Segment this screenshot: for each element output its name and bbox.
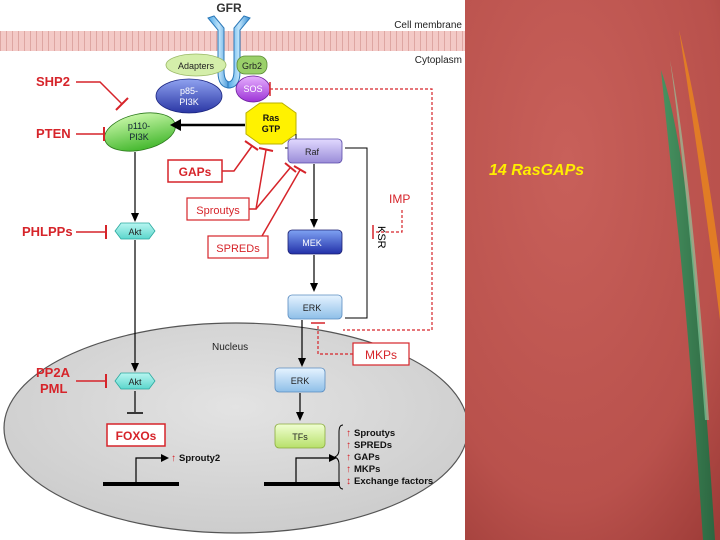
cell-membrane-label: Cell membrane <box>394 20 462 31</box>
shp2-inhibit-bar <box>115 97 129 111</box>
target-4: MKPs <box>354 464 380 475</box>
sproutys-inhibit-line <box>249 149 267 210</box>
gaps-label: GAPs <box>179 165 212 179</box>
gaps-inhibit-line <box>222 145 253 172</box>
erk-sos-feedback-line <box>270 88 433 331</box>
raf-mek-arrowhead <box>310 219 318 228</box>
gaps-inhibit-bar <box>244 140 259 151</box>
adapters-node <box>165 53 227 77</box>
akt-label: Akt <box>128 227 142 237</box>
cytoplasm-label: Cytoplasm <box>415 55 462 66</box>
pten-label: PTEN <box>36 126 71 141</box>
grb2-node <box>236 55 268 75</box>
cell-membrane <box>0 31 465 51</box>
targets-brace <box>333 424 344 490</box>
p85-label-2: PI3K <box>179 97 199 107</box>
decorative-light-stripe <box>670 60 709 420</box>
p85-pi3k-node <box>155 78 223 114</box>
target-up-arrow-3: ↑ <box>346 452 351 463</box>
sproutys-raf-inhibit-bar <box>284 162 297 173</box>
p85-label-1: p85- <box>180 86 198 96</box>
target-updown-arrow-5: ↕ <box>346 476 351 487</box>
ksr-label: KSR <box>375 226 387 249</box>
raf-node <box>287 138 343 164</box>
pp2a-label: PP2A <box>36 365 71 380</box>
pi3k-akt-arrowhead <box>131 213 139 222</box>
tfs-label: TFs <box>292 432 308 442</box>
mek-node <box>287 229 343 255</box>
mkps-inhibit-line <box>317 324 353 355</box>
spreds-box <box>207 235 269 259</box>
akt-nuclear-label: Akt <box>128 377 142 387</box>
erk-tfs-arrowhead <box>296 412 304 421</box>
phlpps-label: PHLPPs <box>22 224 73 239</box>
target-up-arrow-2: ↑ <box>346 440 351 451</box>
decorative-background <box>465 0 720 540</box>
sprouty2-promoter-arrow <box>135 457 162 482</box>
target-gene-dna <box>264 482 340 486</box>
sprouty2-label: Sprouty2 <box>179 453 220 464</box>
akt-nuclear-node <box>114 372 156 390</box>
p110-label-2: PI3K <box>129 132 149 142</box>
sprouty2-up-arrow: ↑ <box>171 453 176 464</box>
sproutys-raf-inhibit-line <box>255 167 291 210</box>
ras-label-2: GTP <box>262 124 281 134</box>
erk-nuclear-label: ERK <box>291 376 310 386</box>
foxos-box <box>106 423 166 447</box>
ras-signaling-pathway-diagram: GFR Cell membrane Cytoplasm Nucleus Adap… <box>0 1 465 534</box>
imp-inhibit-line <box>375 210 403 233</box>
tfs-node <box>274 423 326 449</box>
nucleus-label: Nucleus <box>212 342 248 353</box>
ras-to-pi3k-arrowhead <box>170 119 181 131</box>
mek-label: MEK <box>302 238 322 248</box>
erk-label: ERK <box>303 303 322 313</box>
sos-label: SOS <box>243 84 262 94</box>
foxos-label: FOXOs <box>116 429 157 443</box>
spreds-inhibit-line <box>261 169 301 237</box>
target-gene-promoter-arrow <box>295 457 330 482</box>
imp-label: IMP <box>389 192 410 206</box>
erk-nuclear-node <box>274 367 326 393</box>
p110-label-1: p110- <box>128 121 150 131</box>
target-3: GAPs <box>354 452 380 463</box>
shp2-label: SHP2 <box>36 74 70 89</box>
slide-caption: 14 RasGAPs <box>489 162 585 179</box>
decorative-green-stripe <box>661 70 715 540</box>
mek-erk-arrowhead <box>310 283 318 292</box>
gfr-label: GFR <box>216 1 242 15</box>
target-5: Exchange factors <box>354 476 433 487</box>
spreds-inhibit-bar <box>293 165 307 174</box>
sprouty2-gene-dna <box>103 482 179 486</box>
shp2-inhibit-line <box>76 81 123 105</box>
ras-label-1: Ras <box>263 113 280 123</box>
akt-nuclear-arrowhead <box>131 363 139 372</box>
grb2-label: Grb2 <box>242 61 262 71</box>
gfr-receptor <box>207 15 251 89</box>
erk-nuclear-arrowhead <box>298 358 306 367</box>
target-gene-promoter-arrowhead <box>329 454 337 462</box>
adapters-label: Adapters <box>178 61 215 71</box>
spreds-label: SPREDs <box>216 243 260 255</box>
slide-content-panel: 14 RasGAPs <box>465 0 720 540</box>
mkps-label: MKPs <box>365 348 397 362</box>
panel-background <box>465 0 720 540</box>
raf-label: Raf <box>305 147 320 157</box>
sprouty2-promoter-arrowhead <box>161 454 169 462</box>
target-1: Sproutys <box>354 428 395 439</box>
target-up-arrow-1: ↑ <box>346 428 351 439</box>
pml-label: PML <box>40 381 68 396</box>
akt-node <box>114 222 156 240</box>
sproutys-label: Sproutys <box>196 205 240 217</box>
target-genes-list: ↑ Sproutys ↑ SPREDs ↑ GAPs ↑ MKPs ↕ Exch… <box>346 428 433 487</box>
erk-node <box>287 294 343 320</box>
target-up-arrow-4: ↑ <box>346 464 351 475</box>
target-2: SPREDs <box>354 440 392 451</box>
ksr-scaffold <box>345 147 368 319</box>
sproutys-inhibit-bar <box>258 147 274 152</box>
